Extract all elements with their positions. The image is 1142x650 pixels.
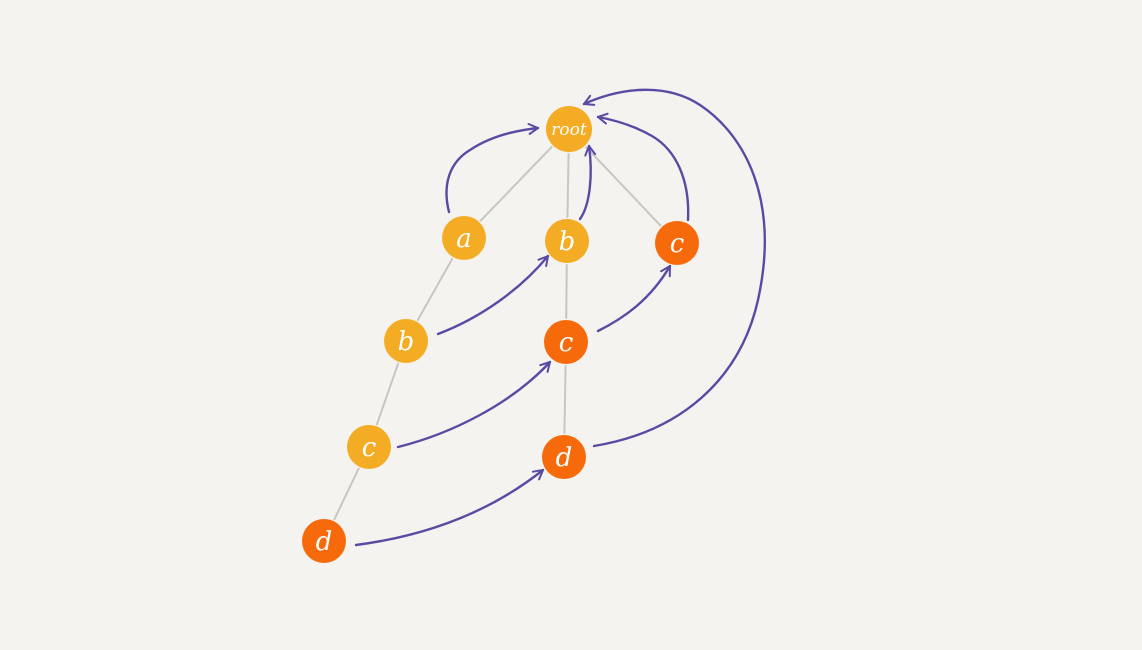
tree-edges — [333, 146, 662, 521]
node-label: b — [398, 327, 415, 357]
node-a1: a — [442, 216, 486, 260]
tree-edge-root-c1 — [585, 146, 662, 227]
fail-link-b2-b1 — [436, 254, 550, 336]
trie-nodes: root a b c b c c d d — [302, 106, 699, 563]
node-b1: b — [545, 219, 589, 263]
node-label: d — [556, 443, 573, 473]
tree-edge-c2-d1 — [563, 364, 567, 435]
node-d2: d — [302, 519, 346, 563]
node-circle — [384, 319, 428, 363]
node-circle — [302, 519, 346, 563]
node-c2: c — [544, 320, 588, 364]
node-label: a — [456, 224, 472, 254]
tree-edge-c3-d2 — [333, 467, 360, 521]
fail-link-b1-root — [578, 144, 597, 221]
node-b2: b — [384, 319, 428, 363]
node-d1: d — [542, 435, 586, 479]
node-root: root — [546, 106, 592, 152]
fail-link-d2-d1 — [354, 468, 545, 547]
node-label: c — [559, 328, 574, 358]
node-circle — [545, 219, 589, 263]
fail-link-d1-root — [582, 88, 766, 448]
node-label: d — [316, 527, 333, 557]
node-label: b — [559, 227, 576, 257]
tree-edge-a1-b2 — [416, 257, 454, 322]
node-c3: c — [347, 425, 391, 469]
node-circle — [442, 216, 486, 260]
node-circle — [655, 221, 699, 265]
fail-link-a1-root — [445, 122, 540, 214]
node-label: root — [551, 120, 587, 140]
tree-edge-b2-c3 — [375, 362, 400, 426]
fail-link-c1-root — [596, 112, 690, 222]
tree-edge-root-a1 — [479, 146, 553, 222]
node-circle — [546, 106, 592, 152]
node-label: c — [670, 229, 685, 259]
fail-link-c2-c1 — [596, 264, 672, 333]
node-circle — [542, 435, 586, 479]
tree-edge-b1-c2 — [565, 263, 568, 320]
node-circle — [544, 320, 588, 364]
fail-link-c3-c2 — [396, 360, 552, 449]
node-circle — [347, 425, 391, 469]
node-label: c — [362, 433, 377, 463]
tree-edge-root-b1 — [566, 152, 570, 219]
node-c1: c — [655, 221, 699, 265]
fail-links — [354, 88, 766, 547]
